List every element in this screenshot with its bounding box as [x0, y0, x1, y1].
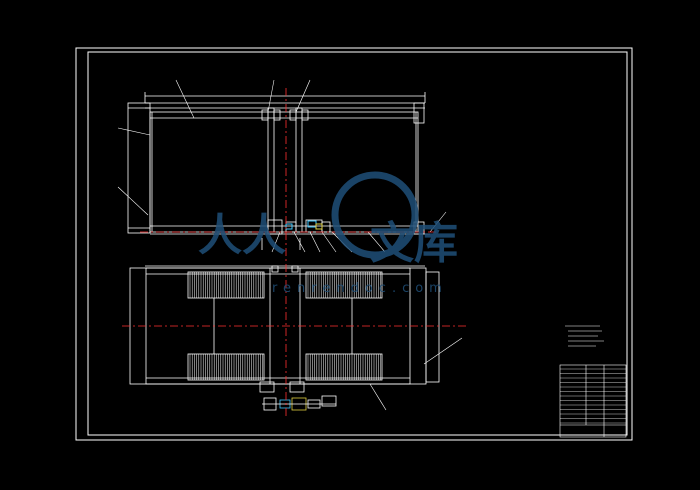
watermark-ring: [331, 171, 419, 259]
fin-bundle-bottom-left: [187, 353, 265, 381]
fin-bundle-top-left: [187, 271, 265, 299]
fin-bundle-top-right: [305, 271, 383, 299]
technical-notes: [565, 325, 604, 347]
outer-frame: [75, 47, 633, 441]
watermark-text-left: 人人: [198, 210, 286, 261]
leader-lines-plan: [369, 337, 463, 411]
title-block: [559, 364, 627, 438]
fin-bundle-bottom-right: [305, 353, 383, 381]
front-view-accents: [285, 220, 323, 230]
title-block-rows: [560, 368, 626, 424]
center-lines: [122, 88, 466, 418]
watermark-text-right: 文库: [370, 218, 458, 269]
drive-unit-plan: [262, 395, 337, 411]
watermark-url: renrendoc.com: [272, 281, 448, 296]
watermark: 人人 文库 renrendoc.com: [198, 171, 458, 296]
fin-lines: [189, 272, 381, 380]
inner-frame: [87, 51, 628, 436]
